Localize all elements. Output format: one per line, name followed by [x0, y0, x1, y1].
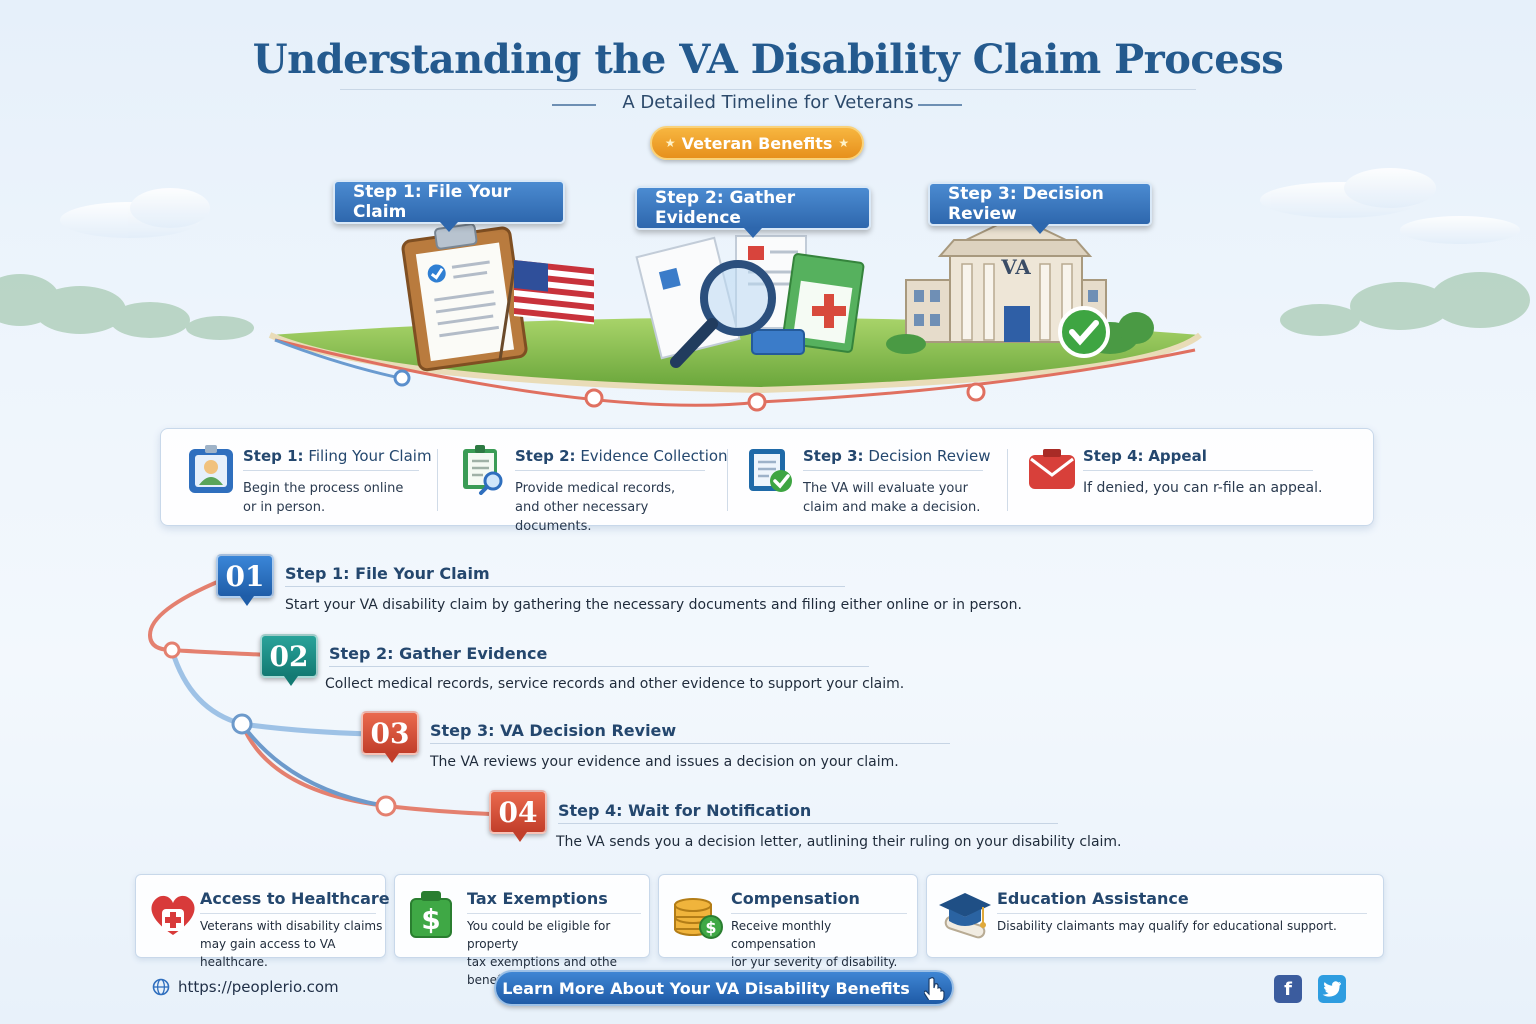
star-icon: ★	[664, 136, 676, 150]
us-flag-icon	[498, 260, 594, 361]
page-subtitle: A Detailed Timeline for Veterans	[622, 92, 914, 113]
page-title: Understanding the VA Disability Claim Pr…	[252, 36, 1284, 83]
svg-text:$: $	[705, 918, 716, 937]
learn-more-label: Learn More About Your VA Disability Bene…	[502, 978, 910, 998]
cloud-icon	[60, 168, 1520, 244]
document-check-icon	[749, 449, 792, 492]
va-building-icon	[886, 214, 1154, 354]
graduation-cap-icon	[939, 893, 991, 939]
learn-more-button[interactable]: Learn More About Your VA Disability Bene…	[494, 970, 954, 1006]
timeline-step-desc: The VA reviews your evidence and issues …	[430, 754, 899, 770]
summary-title: Step 1: Filing Your Claim	[243, 447, 432, 465]
id-card-icon	[189, 445, 233, 493]
benefit-rule	[997, 913, 1367, 914]
summary-desc: Provide medical records,and other necess…	[515, 481, 676, 534]
scene-callout-step1: Step 1: File Your Claim	[333, 180, 565, 232]
benefit-title: Tax Exemptions	[467, 889, 608, 908]
star-icon: ★	[838, 136, 850, 150]
globe-icon	[152, 978, 170, 996]
summary-card-step2: Step 2: Evidence Collection Provide medi…	[459, 439, 728, 534]
scene-callout-step2: Step 2: Gather Evidence	[635, 186, 871, 238]
badge-label: Veteran Benefits	[681, 133, 833, 153]
benefit-title: Compensation	[731, 889, 860, 908]
summary-rule	[243, 470, 419, 471]
timeline-node	[966, 382, 986, 402]
benefit-card-education: Education Assistance Disability claimant…	[926, 874, 1384, 958]
benefit-card-healthcare: Access to Healthcare Veterans with disab…	[135, 874, 390, 969]
timeline-node	[163, 641, 181, 659]
timeline-step-title: Step 1: File Your Claim	[285, 564, 490, 583]
timeline-path	[147, 578, 491, 817]
title-divider	[340, 89, 1196, 90]
timeline-step-title: Step 2: Gather Evidence	[329, 644, 548, 663]
timeline-node	[375, 795, 397, 817]
summary-divider	[437, 449, 438, 511]
timeline-step-rule	[285, 586, 845, 587]
magnifier-icon	[670, 260, 776, 368]
benefit-card-compensation: $ Compensation Receive monthly compensat…	[658, 874, 918, 969]
website-url: https://peoplerio.com	[178, 978, 339, 996]
document-search-icon	[463, 445, 503, 495]
timeline-step-desc: Collect medical records, service records…	[325, 676, 905, 692]
timeline-step-rule	[329, 666, 869, 667]
summary-title: Step 4: Appeal	[1083, 447, 1207, 465]
benefit-rule	[200, 913, 376, 914]
heart-cross-icon	[151, 895, 195, 935]
benefit-desc: Disability claimants may qualify for edu…	[997, 919, 1337, 933]
summary-card-step3: Step 3: Decision Review The VA will eval…	[747, 439, 1005, 519]
summary-rule	[803, 470, 983, 471]
scene-callout-step3: Step 3: Decision Review	[928, 182, 1152, 234]
subtitle-rule-right	[918, 104, 962, 106]
trees-icon	[0, 272, 1530, 340]
benefit-rule	[467, 913, 641, 914]
process-scene-illustration: VA	[0, 168, 1530, 412]
summary-card-step4: Step 4: Appeal If denied, you can r-file…	[1027, 439, 1347, 519]
timeline-step-title: Step 3: VA Decision Review	[430, 721, 677, 740]
dollar-bag-icon: $	[410, 891, 452, 938]
steps-summary-panel: Step 1: Filing Your Claim Begin the proc…	[160, 428, 1374, 534]
veteran-benefits-badge: ★ Veteran Benefits ★	[650, 126, 864, 160]
check-circle-icon	[1058, 306, 1110, 358]
step-badge-04: 04	[489, 790, 547, 842]
benefit-rule	[731, 913, 907, 914]
timeline-step-rule	[558, 823, 1058, 824]
timeline-node	[393, 369, 411, 387]
subtitle-rule-left	[552, 104, 596, 106]
summary-title: Step 2: Evidence Collection	[515, 447, 728, 465]
summary-divider	[1007, 449, 1008, 511]
envelope-icon	[1029, 449, 1075, 489]
svg-text:$: $	[421, 903, 440, 936]
clipboard-icon	[401, 223, 528, 372]
benefit-card-tax: $ Tax Exemptions You could be eligible f…	[394, 874, 650, 987]
summary-card-step1: Step 1: Filing Your Claim Begin the proc…	[187, 439, 437, 519]
va-sign: VA	[1000, 255, 1031, 279]
twitter-icon[interactable]	[1318, 975, 1346, 1003]
bird-icon	[1322, 981, 1341, 997]
summary-rule	[1083, 470, 1313, 471]
summary-desc: If denied, you can r-file an appeal.	[1083, 480, 1323, 496]
benefit-title: Education Assistance	[997, 889, 1189, 908]
benefit-title: Access to Healthcare	[200, 889, 390, 908]
step-badge-02: 02	[260, 634, 318, 686]
step-badge-03: 03	[361, 711, 419, 763]
timeline-step-rule	[430, 743, 950, 744]
timeline-node	[231, 713, 253, 735]
facebook-icon[interactable]: f	[1274, 975, 1302, 1003]
timeline-step-title: Step 4: Wait for Notification	[558, 801, 812, 820]
timeline-node	[584, 388, 604, 408]
coins-icon: $	[674, 898, 723, 939]
website-link[interactable]: https://peoplerio.com	[152, 978, 339, 996]
timeline-step-desc: Start your VA disability claim by gather…	[285, 597, 1022, 613]
timeline-step-desc: The VA sends you a decision letter, autl…	[556, 834, 1122, 850]
step-badge-01: 01	[216, 554, 274, 606]
pointer-hand-icon	[923, 977, 945, 1000]
summary-title: Step 3: Decision Review	[803, 447, 991, 465]
summary-rule	[515, 470, 705, 471]
timeline-node	[747, 392, 767, 412]
summary-divider	[727, 449, 728, 511]
